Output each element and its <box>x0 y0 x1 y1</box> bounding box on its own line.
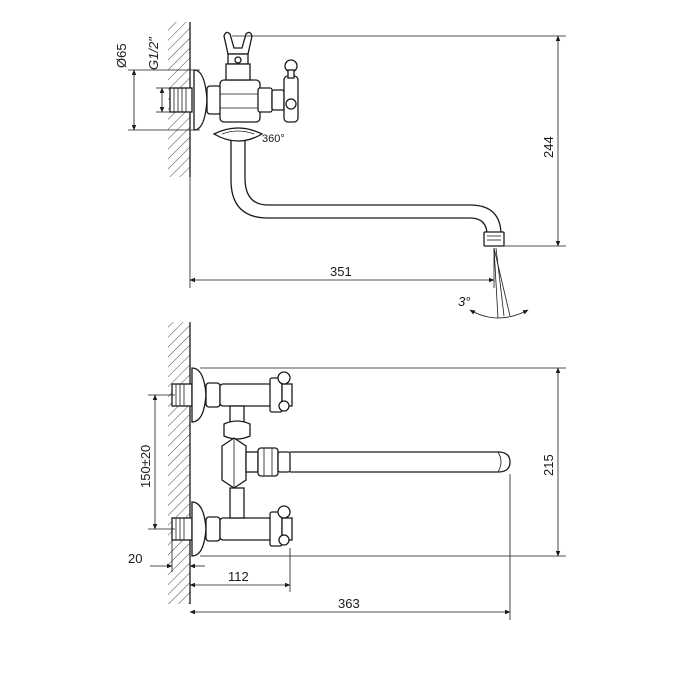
lower-valve <box>219 505 293 547</box>
shower-holder <box>223 31 253 81</box>
upper-inlet <box>171 367 221 423</box>
length-label-top: 351 <box>330 264 352 279</box>
height-dimension-front: 215 <box>200 367 566 557</box>
spout-front <box>245 447 511 477</box>
diameter-label: Ø65 <box>114 43 129 68</box>
inlet-thread-top <box>169 87 193 113</box>
total-length-dimension: 363 <box>189 474 511 620</box>
wall-flange-top <box>193 69 222 131</box>
angle-label: 3° <box>458 294 470 309</box>
swivel-nut <box>212 127 264 142</box>
total-length-label: 363 <box>338 596 360 611</box>
offset-label: 20 <box>128 551 142 566</box>
spacing-dimension: 150±20 <box>138 394 175 530</box>
lower-inlet <box>171 501 221 557</box>
spacing-label: 150±20 <box>138 445 153 488</box>
thread-dimension: G1/2" <box>146 36 172 113</box>
wall-front <box>168 322 191 604</box>
side-view: 360° Ø65 G1/2" 244 351 <box>114 22 566 319</box>
diverter-column <box>221 405 251 519</box>
front-view: 150±20 215 20 112 363 <box>128 322 566 620</box>
height-label-front: 215 <box>541 454 556 476</box>
faucet-body-top <box>219 79 273 123</box>
body-length-dimension: 112 <box>189 548 291 592</box>
spout-top <box>230 140 505 247</box>
length-dimension-top: 351 <box>189 177 495 288</box>
valve-handle-top <box>271 59 299 123</box>
body-length-label: 112 <box>228 569 249 584</box>
upper-valve <box>219 371 293 413</box>
height-label-top: 244 <box>541 136 556 158</box>
rotation-label: 360° <box>262 133 285 145</box>
offset-dimension: 20 <box>128 540 205 572</box>
diameter-dimension: Ø65 <box>114 43 200 131</box>
thread-label: G1/2" <box>146 36 161 70</box>
stream-angle: 3° <box>458 247 529 319</box>
height-dimension-top: 244 <box>232 35 566 247</box>
